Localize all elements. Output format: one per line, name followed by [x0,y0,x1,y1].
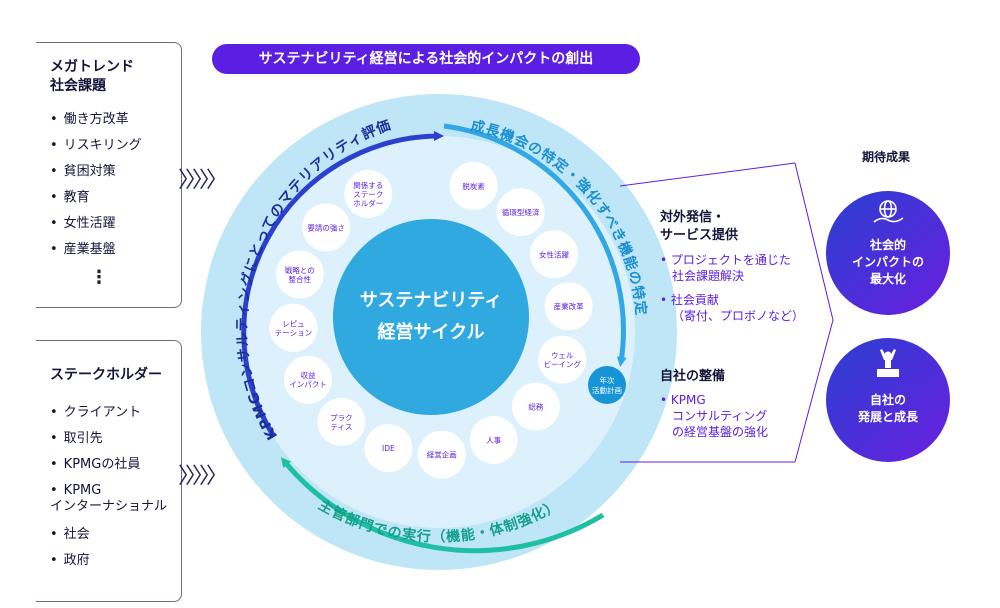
outcomes-title: 期待成果 [862,150,911,164]
cycle-node [317,397,366,446]
cycle-node-label: レピュ [282,319,305,328]
title-banner: サステナビリティ経営による社会的インパクトの創出 [212,44,640,74]
cycle-node-label: 収益 [301,370,316,380]
stakeholder-item: 取引先 [50,431,103,447]
cycle-node-label: 経営企画 [427,450,457,460]
cycle-node [269,303,318,352]
cycle-node-label: ティス [330,422,352,431]
stakeholder-panel-border [36,340,182,602]
stakeholder-item: 社会 [50,527,90,543]
cycle-node-label: 産業改革 [554,301,584,311]
cycle-node [511,382,560,431]
cycle-node [284,355,332,404]
connector-line [619,162,796,187]
cycle-node-label: 整合性 [289,274,312,284]
annual-plan-label: 活動計画 [592,385,622,395]
stakeholder-item: クライアント [50,405,141,421]
cycle-node-label: 女性活躍 [539,249,569,259]
center-label-line: 経営サイクル [377,321,484,343]
megatrend-item: リスキリング [50,138,142,154]
cycle-node-label: ビーイング [543,359,581,369]
internal-item: • KPMG コンサルティング の経営基盤の強化 [660,393,769,439]
cycle-node-label: ホルダー [353,198,383,208]
cycle-node-label: テーション [275,328,312,337]
cycle-node [530,230,578,279]
cycle-node-label: 要請の強さ [307,222,345,232]
center-circle [333,219,529,415]
cycle-node-label: 循環型経済 [502,207,540,217]
cycle-node [275,250,324,299]
arrow-opportunity [443,123,627,367]
chevron-arrows-icon: 〉〉〉〉〉 [178,168,228,193]
cycle-node [344,170,393,218]
cycle-node-label: インパクト [289,380,327,389]
annual-plan-node [588,366,626,404]
cycle-node [449,161,498,210]
cycle-node-label: 関係する [353,181,383,190]
more-indicator: ⋮ [90,267,108,288]
megatrend-item: 教育 [50,190,90,206]
cycle-node [417,430,466,479]
cycle-node-label: 戦略との [285,265,315,275]
stakeholder-item: KPMGの社員 [50,457,141,473]
cycle-node [544,282,593,331]
cycle-node [364,424,413,473]
cycle-node [469,416,518,464]
arrow-materiality [241,131,444,437]
cycle-node-label: IDE [382,444,395,453]
cycle-node [496,188,545,237]
connector-line [794,319,834,463]
cycle-node-label: ウェル [551,351,574,360]
annual-plan-label: 年次 [600,375,615,385]
cycle-node-label: 人事 [486,435,501,445]
megatrend-title: メガトレンド 社会課題 [50,59,134,94]
outreach-title: 対外発信・ サービス提供 [660,210,739,243]
cycle-node [538,335,587,384]
cycle-node-label: プラク [330,413,353,422]
cycle-node-label: 総務 [528,402,543,412]
chevron-arrows-icon: 〉〉〉〉〉 [178,464,228,489]
center-label-line: サステナビリティ [360,290,503,311]
megatrend-panel-border [36,42,182,308]
stakeholder-title: ステークホルダー [50,367,162,383]
arrow-execution [280,457,605,554]
cycle-node-label: 脱炭素 [462,181,485,191]
megatrend-item: 貧困対策 [50,164,116,180]
stakeholder-item: KPMG インターナショナル [50,483,167,515]
cycle-node [302,203,351,252]
stakeholder-item: 政府 [50,553,90,569]
megatrend-item: 女性活躍 [50,216,116,232]
outreach-item: • 社会貢献 （寄付、プロボノなど） [660,293,805,323]
cycle-node-label: ステーク [353,190,383,199]
internal-title: 自社の整備 [660,369,726,384]
megatrend-item: 産業基盤 [50,242,116,258]
outreach-item: • プロジェクトを通じた 社会課題解決 [660,253,791,283]
megatrend-item: 働き方改革 [50,112,129,128]
